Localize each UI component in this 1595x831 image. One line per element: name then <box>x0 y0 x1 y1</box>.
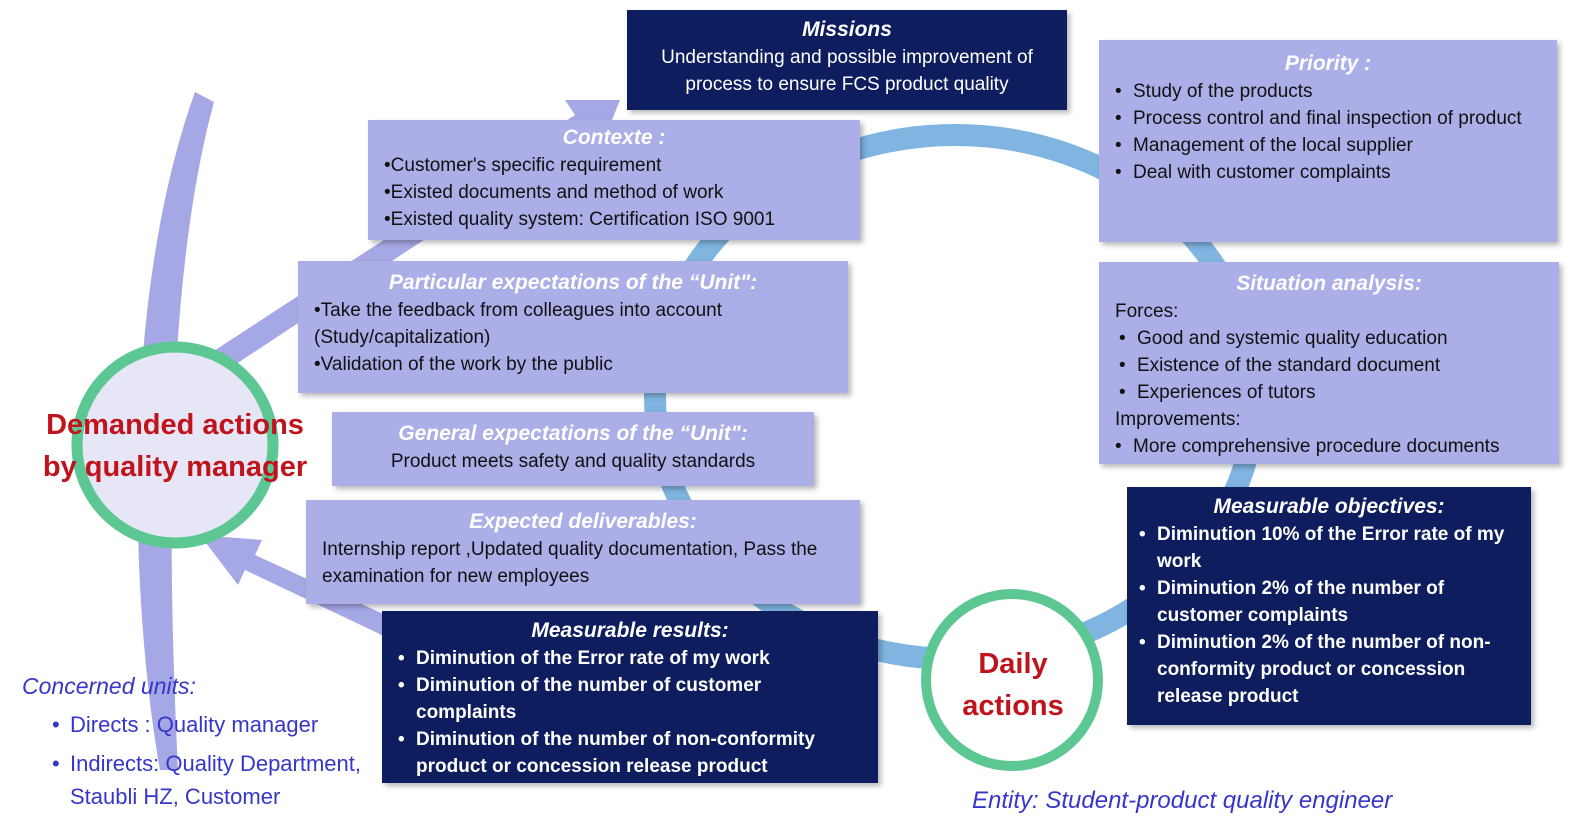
priority-item: Study of the products <box>1115 78 1541 105</box>
deliverables-title: Expected deliverables: <box>469 510 697 533</box>
contexte-item: Customer's specific requirement <box>384 152 844 179</box>
improvements-item: More comprehensive procedure documents <box>1115 433 1543 460</box>
daily-circle <box>921 589 1103 771</box>
improvements-label: Improvements: <box>1115 409 1241 430</box>
contexte-item: Existed documents and method of work <box>384 179 844 206</box>
deliverables-box: Expected deliverables: Internship report… <box>306 500 860 604</box>
contexte-item: Existed quality system: Certification IS… <box>384 206 844 233</box>
daily-line2: actions <box>962 690 1064 722</box>
results-item: Diminution of the number of non-conformi… <box>398 726 862 780</box>
missions-title: Missions <box>802 18 892 41</box>
forces-item: Existence of the standard document <box>1119 352 1543 379</box>
results-item: Diminution of the Error rate of my work <box>398 645 862 672</box>
demanded-line2: by quality manager <box>42 451 308 483</box>
concerned-item: Indirects: Quality Department, Staubli H… <box>52 747 370 813</box>
general-text: Product meets safety and quality standar… <box>390 451 756 472</box>
demanded-circle <box>71 341 279 549</box>
deliverables-text: Internship report ,Updated quality docum… <box>322 539 818 587</box>
missions-box: Missions Understanding and possible impr… <box>627 10 1067 110</box>
situation-title: Situation analysis: <box>1236 272 1422 295</box>
demanded-label: Demanded actions by quality manager <box>30 404 320 488</box>
entity-label: Entity: Student-product quality engineer <box>972 787 1393 814</box>
priority-box: Priority : Study of the products Process… <box>1099 40 1557 242</box>
general-box: General expectations of the “Unit": Prod… <box>332 412 814 486</box>
demanded-line1: Demanded actions <box>46 409 304 441</box>
general-title: General expectations of the “Unit": <box>398 422 748 445</box>
daily-label: Daily actions <box>940 643 1086 727</box>
priority-item: Deal with customer complaints <box>1115 159 1541 186</box>
concerned-item: Directs : Quality manager <box>52 708 370 741</box>
missions-text: Understanding and possible improvement o… <box>661 47 1033 95</box>
objectives-item: Diminution 2% of the number of customer … <box>1139 575 1519 629</box>
situation-box: Situation analysis: Forces: Good and sys… <box>1099 262 1559 464</box>
objectives-item: Diminution 2% of the number of non-confo… <box>1139 629 1519 710</box>
particular-title: Particular expectations of the “Unit": <box>388 271 758 294</box>
concerned-title: Concerned units: <box>22 673 196 699</box>
results-title: Measurable results: <box>531 619 729 642</box>
contexte-title: Contexte : <box>562 126 666 149</box>
priority-item: Management of the local supplier <box>1115 132 1541 159</box>
particular-item: Take the feedback from colleagues into a… <box>314 297 832 351</box>
results-box: Measurable results: Diminution of the Er… <box>382 611 878 783</box>
forces-item: Experiences of tutors <box>1119 379 1543 406</box>
particular-item: Validation of the work by the public <box>314 351 832 378</box>
forces-item: Good and systemic quality education <box>1119 325 1543 352</box>
objectives-item: Diminution 10% of the Error rate of my w… <box>1139 521 1519 575</box>
left-curved-arrow <box>137 92 214 770</box>
priority-item: Process control and final inspection of … <box>1115 105 1541 132</box>
objectives-title: Measurable objectives: <box>1213 495 1445 518</box>
priority-title: Priority : <box>1284 52 1372 75</box>
forces-label: Forces: <box>1115 301 1179 322</box>
daily-line1: Daily <box>978 648 1048 680</box>
results-item: Diminution of the number of customer com… <box>398 672 862 726</box>
objectives-box: Measurable objectives: Diminution 10% of… <box>1127 487 1531 725</box>
contexte-box: Contexte : Customer's specific requireme… <box>368 120 860 240</box>
concerned-units: Concerned units: Directs : Quality manag… <box>22 670 370 819</box>
particular-box: Particular expectations of the “Unit": T… <box>298 261 848 393</box>
